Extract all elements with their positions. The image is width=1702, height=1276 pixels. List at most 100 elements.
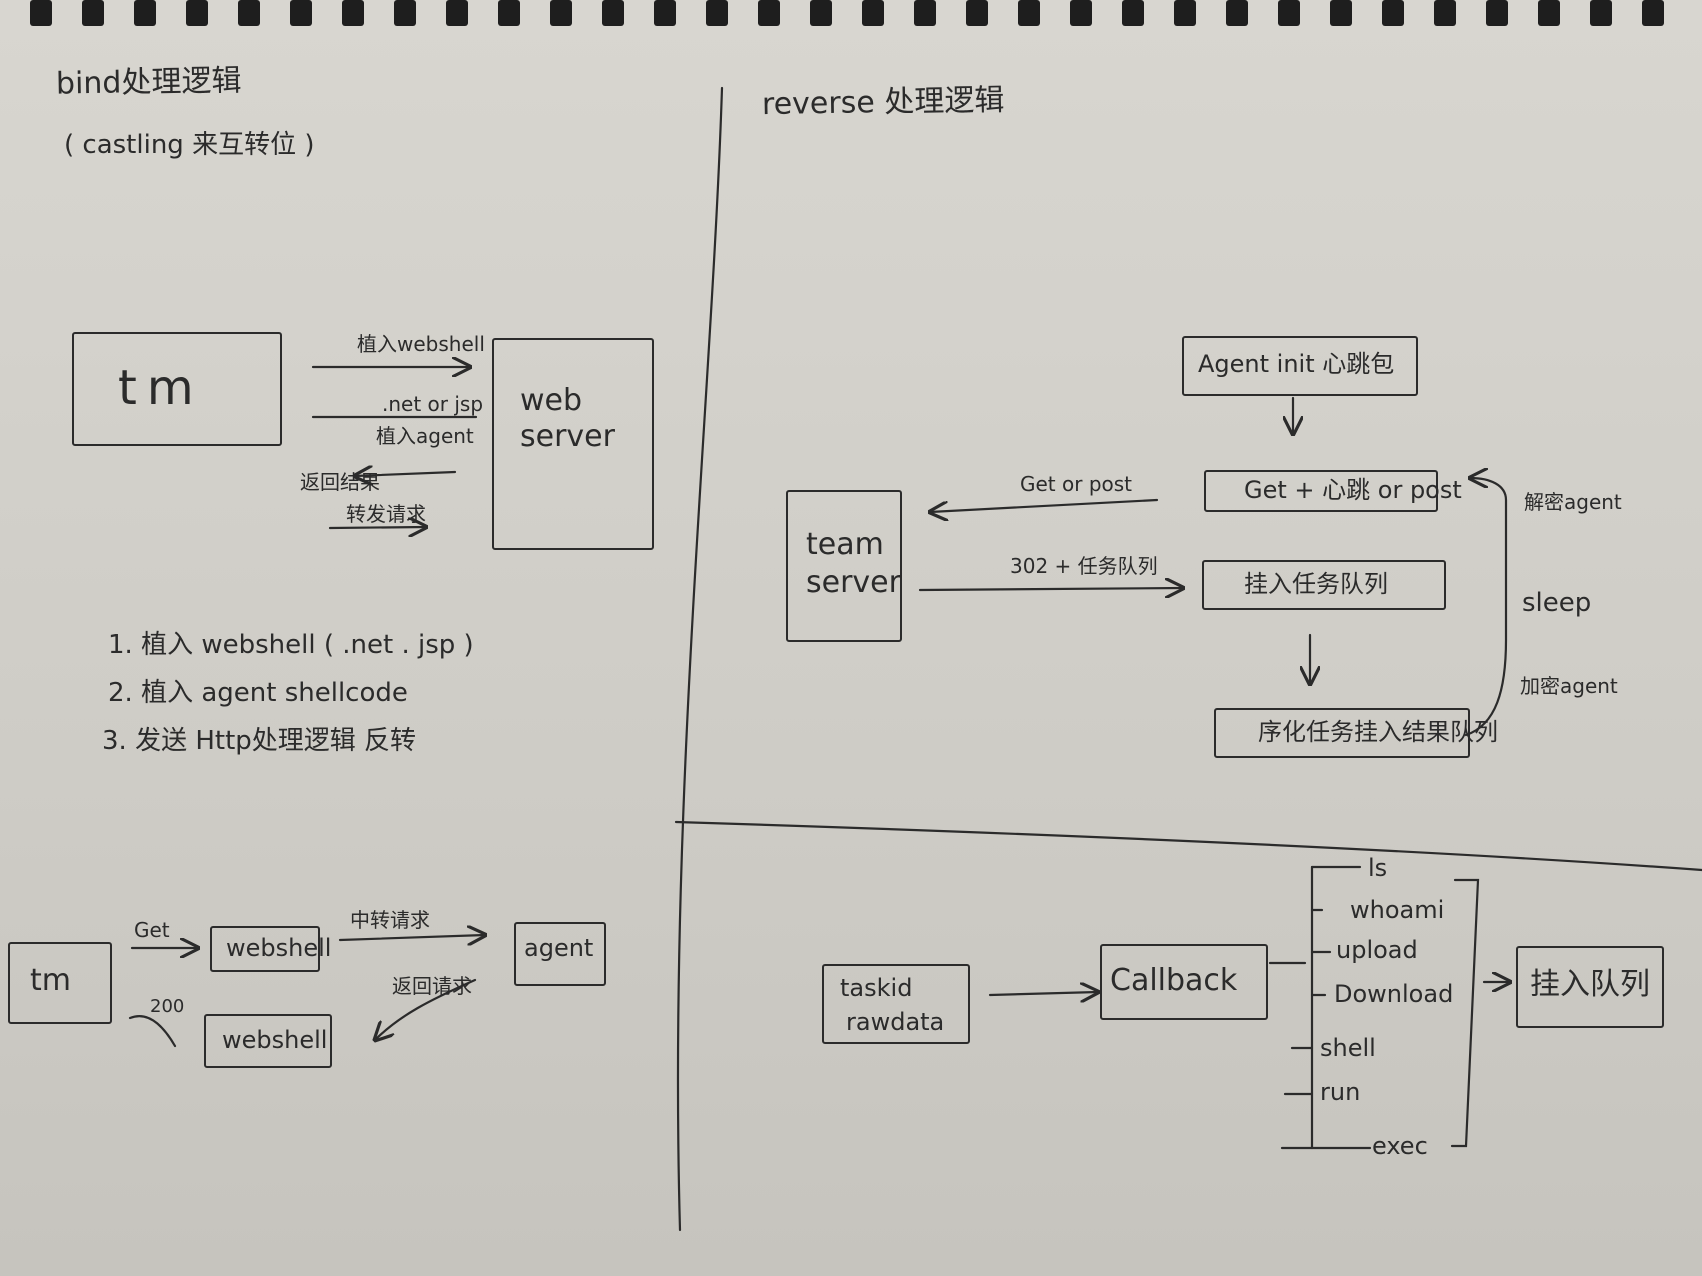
binding-ring bbox=[498, 0, 520, 26]
agent-init-label: Agent init 心跳包 bbox=[1198, 350, 1395, 378]
enqueue-label: 挂入队列 bbox=[1530, 967, 1650, 1002]
flow-agent-box bbox=[514, 922, 606, 986]
flow-return-label: 返回请求 bbox=[392, 974, 472, 998]
binding-ring bbox=[1278, 0, 1300, 26]
serialize-results-label: 序化任务挂入结果队列 bbox=[1258, 718, 1498, 746]
binding-ring bbox=[1122, 0, 1144, 26]
command-bracket-right bbox=[1450, 878, 1480, 1148]
arrow-get-or-post bbox=[930, 498, 1159, 512]
flow-webshell-top-box bbox=[210, 926, 320, 972]
label-get-or-post: Get or post bbox=[1020, 472, 1133, 496]
command-exec: exec bbox=[1372, 1132, 1428, 1160]
label-forward-request: 转发请求 bbox=[346, 502, 426, 526]
label-302-task-queue: 302 + 任务队列 bbox=[1010, 554, 1158, 578]
bind-step-1: 1. 植入 webshell ( .net . jsp ) bbox=[108, 630, 474, 660]
binding-ring bbox=[1486, 0, 1508, 26]
bind-step-3: 3. 发送 Http处理逻辑 反转 bbox=[102, 726, 417, 756]
raw-data-label: rawdata bbox=[846, 1008, 945, 1036]
command-whoami: whoami bbox=[1350, 896, 1445, 924]
team-server-box bbox=[786, 490, 902, 642]
binding-ring bbox=[706, 0, 728, 26]
webserver-label-line1: web bbox=[520, 383, 583, 418]
label-sleep: sleep bbox=[1522, 588, 1592, 618]
label-upload-agent: 植入agent bbox=[376, 424, 474, 448]
binding-ring bbox=[290, 0, 312, 26]
vertical-divider bbox=[676, 86, 724, 1232]
command-shell: shell bbox=[1320, 1034, 1376, 1062]
flow-webshell-bottom-label: webshell bbox=[222, 1026, 328, 1054]
loop-bracket bbox=[1464, 478, 1508, 737]
flow-agent-label: agent bbox=[524, 934, 594, 962]
binding-ring bbox=[1590, 0, 1612, 26]
binding-ring bbox=[654, 0, 676, 26]
binding-ring bbox=[342, 0, 364, 26]
arrow-task-to-callback bbox=[988, 992, 1098, 995]
binding-ring bbox=[1538, 0, 1560, 26]
team-server-label-line2: server bbox=[806, 565, 901, 600]
binding-ring bbox=[134, 0, 156, 26]
binding-ring bbox=[1226, 0, 1248, 26]
agent-init-box bbox=[1182, 336, 1418, 396]
arrow-relay bbox=[338, 935, 485, 940]
enqueue-tasks-box bbox=[1202, 560, 1446, 610]
tm-box-label: tm bbox=[118, 360, 204, 416]
binding-ring bbox=[1330, 0, 1352, 26]
webserver-label-line2: server bbox=[520, 419, 615, 454]
binding-ring bbox=[238, 0, 260, 26]
arrow-forward-request bbox=[328, 527, 426, 528]
arrow-302 bbox=[918, 588, 1183, 590]
arrow-return-request bbox=[375, 978, 477, 1040]
command-upload: upload bbox=[1336, 936, 1418, 964]
label-decrypt-agent: 解密agent bbox=[1524, 490, 1622, 514]
binding-ring bbox=[1382, 0, 1404, 26]
label-return-result: 返回结果 bbox=[300, 470, 380, 494]
label-upload-webshell: 植入webshell bbox=[357, 332, 485, 356]
bind-subtitle: ( castling 来互转位 ) bbox=[64, 130, 315, 160]
arrow-200 bbox=[128, 1015, 177, 1048]
command-ls: ls bbox=[1368, 854, 1388, 882]
bind-title: bind处理逻辑 bbox=[55, 63, 242, 102]
flow-relay-label: 中转请求 bbox=[350, 908, 430, 932]
spiral-binding bbox=[30, 0, 1664, 26]
reverse-title: reverse 处理逻辑 bbox=[761, 82, 1005, 123]
horizontal-divider bbox=[674, 820, 1702, 872]
binding-ring bbox=[914, 0, 936, 26]
binding-ring bbox=[30, 0, 52, 26]
binding-ring bbox=[394, 0, 416, 26]
get-heartbeat-label: Get + 心跳 or post bbox=[1244, 476, 1462, 504]
callback-label: Callback bbox=[1110, 963, 1238, 998]
binding-ring bbox=[602, 0, 624, 26]
enqueue-box bbox=[1516, 946, 1664, 1028]
binding-ring bbox=[810, 0, 832, 26]
command-download: Download bbox=[1334, 980, 1454, 1008]
bind-step-2: 2. 植入 agent shellcode bbox=[108, 678, 408, 708]
binding-ring bbox=[966, 0, 988, 26]
binding-ring bbox=[82, 0, 104, 26]
binding-ring bbox=[1642, 0, 1664, 26]
binding-ring bbox=[1434, 0, 1456, 26]
binding-ring bbox=[1070, 0, 1092, 26]
arrow-return-result bbox=[355, 472, 457, 476]
callback-box bbox=[1100, 944, 1268, 1020]
webserver-box bbox=[492, 338, 654, 550]
team-server-label-line1: team bbox=[806, 527, 884, 562]
binding-ring bbox=[758, 0, 780, 26]
flow-get-label: Get bbox=[134, 918, 170, 942]
serialize-results-box bbox=[1214, 708, 1470, 758]
label-encrypt-agent: 加密agent bbox=[1520, 674, 1618, 698]
flow-webshell-top-label: webshell bbox=[226, 934, 332, 962]
binding-ring bbox=[1174, 0, 1196, 26]
tm-box bbox=[72, 332, 282, 446]
task-id-label: taskid bbox=[840, 974, 913, 1002]
flow-webshell-bottom-box bbox=[204, 1014, 332, 1068]
binding-ring bbox=[1018, 0, 1040, 26]
flow-200-label: 200 bbox=[150, 996, 185, 1017]
binding-ring bbox=[862, 0, 884, 26]
binding-ring bbox=[186, 0, 208, 26]
flow-tm-label: tm bbox=[30, 963, 71, 998]
task-box bbox=[822, 964, 970, 1044]
binding-ring bbox=[446, 0, 468, 26]
command-run: run bbox=[1320, 1078, 1361, 1106]
